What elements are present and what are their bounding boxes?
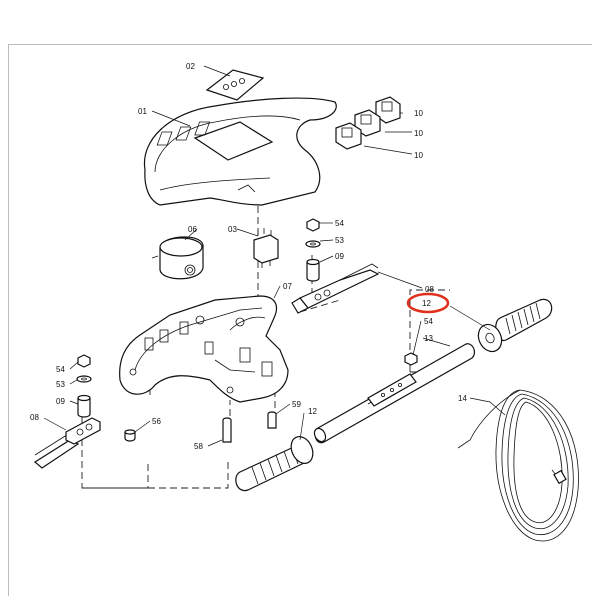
leader-lines <box>43 65 506 447</box>
part-12-left-grip <box>235 436 314 492</box>
drawing-frame <box>8 44 592 596</box>
part-13-handlebar <box>313 343 476 444</box>
callout-59: 59 <box>292 400 301 409</box>
callout-54-left: 54 <box>56 365 65 374</box>
callout-53-left: 53 <box>56 380 65 389</box>
callout-labels: 02 01 10 10 10 06 03 54 53 09 07 08 12 5… <box>30 62 467 451</box>
callout-53-upper: 53 <box>335 236 344 245</box>
part-14-coiled-cable <box>457 389 579 542</box>
callout-54-upper: 54 <box>335 219 344 228</box>
part-08-upper-bracket <box>291 263 380 314</box>
part-12-right-grip <box>477 298 553 353</box>
callout-01: 01 <box>138 107 147 116</box>
hardware-stack-right <box>305 218 321 282</box>
part-03-relay <box>253 228 279 268</box>
callout-08-upper: 08 <box>425 285 434 294</box>
callout-12-lower: 12 <box>308 407 317 416</box>
callout-09-upper: 09 <box>335 252 344 261</box>
callout-13: 13 <box>424 334 433 343</box>
callout-10-middle: 10 <box>414 129 423 138</box>
part-10-switches <box>335 96 401 150</box>
callout-12-highlighted: 12 <box>422 299 431 308</box>
callout-54-right: 54 <box>424 317 433 326</box>
highlight-ring <box>406 292 450 314</box>
part-06-round-unit <box>151 236 204 280</box>
part-08-lower-bracket <box>33 417 101 469</box>
hardware-stack-left <box>76 354 92 418</box>
callout-06: 06 <box>188 225 197 234</box>
part-07-base-housing <box>119 295 289 403</box>
part-02-label-card <box>205 69 265 101</box>
callout-07: 07 <box>283 282 292 291</box>
callout-10-bottom: 10 <box>414 151 423 160</box>
callout-56: 56 <box>152 417 161 426</box>
callout-09-left: 09 <box>56 397 65 406</box>
callout-08-lower: 08 <box>30 413 39 422</box>
callout-14: 14 <box>458 394 467 403</box>
fasteners <box>124 352 418 443</box>
callout-10-top: 10 <box>414 109 423 118</box>
callout-58: 58 <box>194 442 203 451</box>
callout-02: 02 <box>186 62 195 71</box>
callout-03: 03 <box>228 225 237 234</box>
part-01-top-cover <box>143 97 337 206</box>
